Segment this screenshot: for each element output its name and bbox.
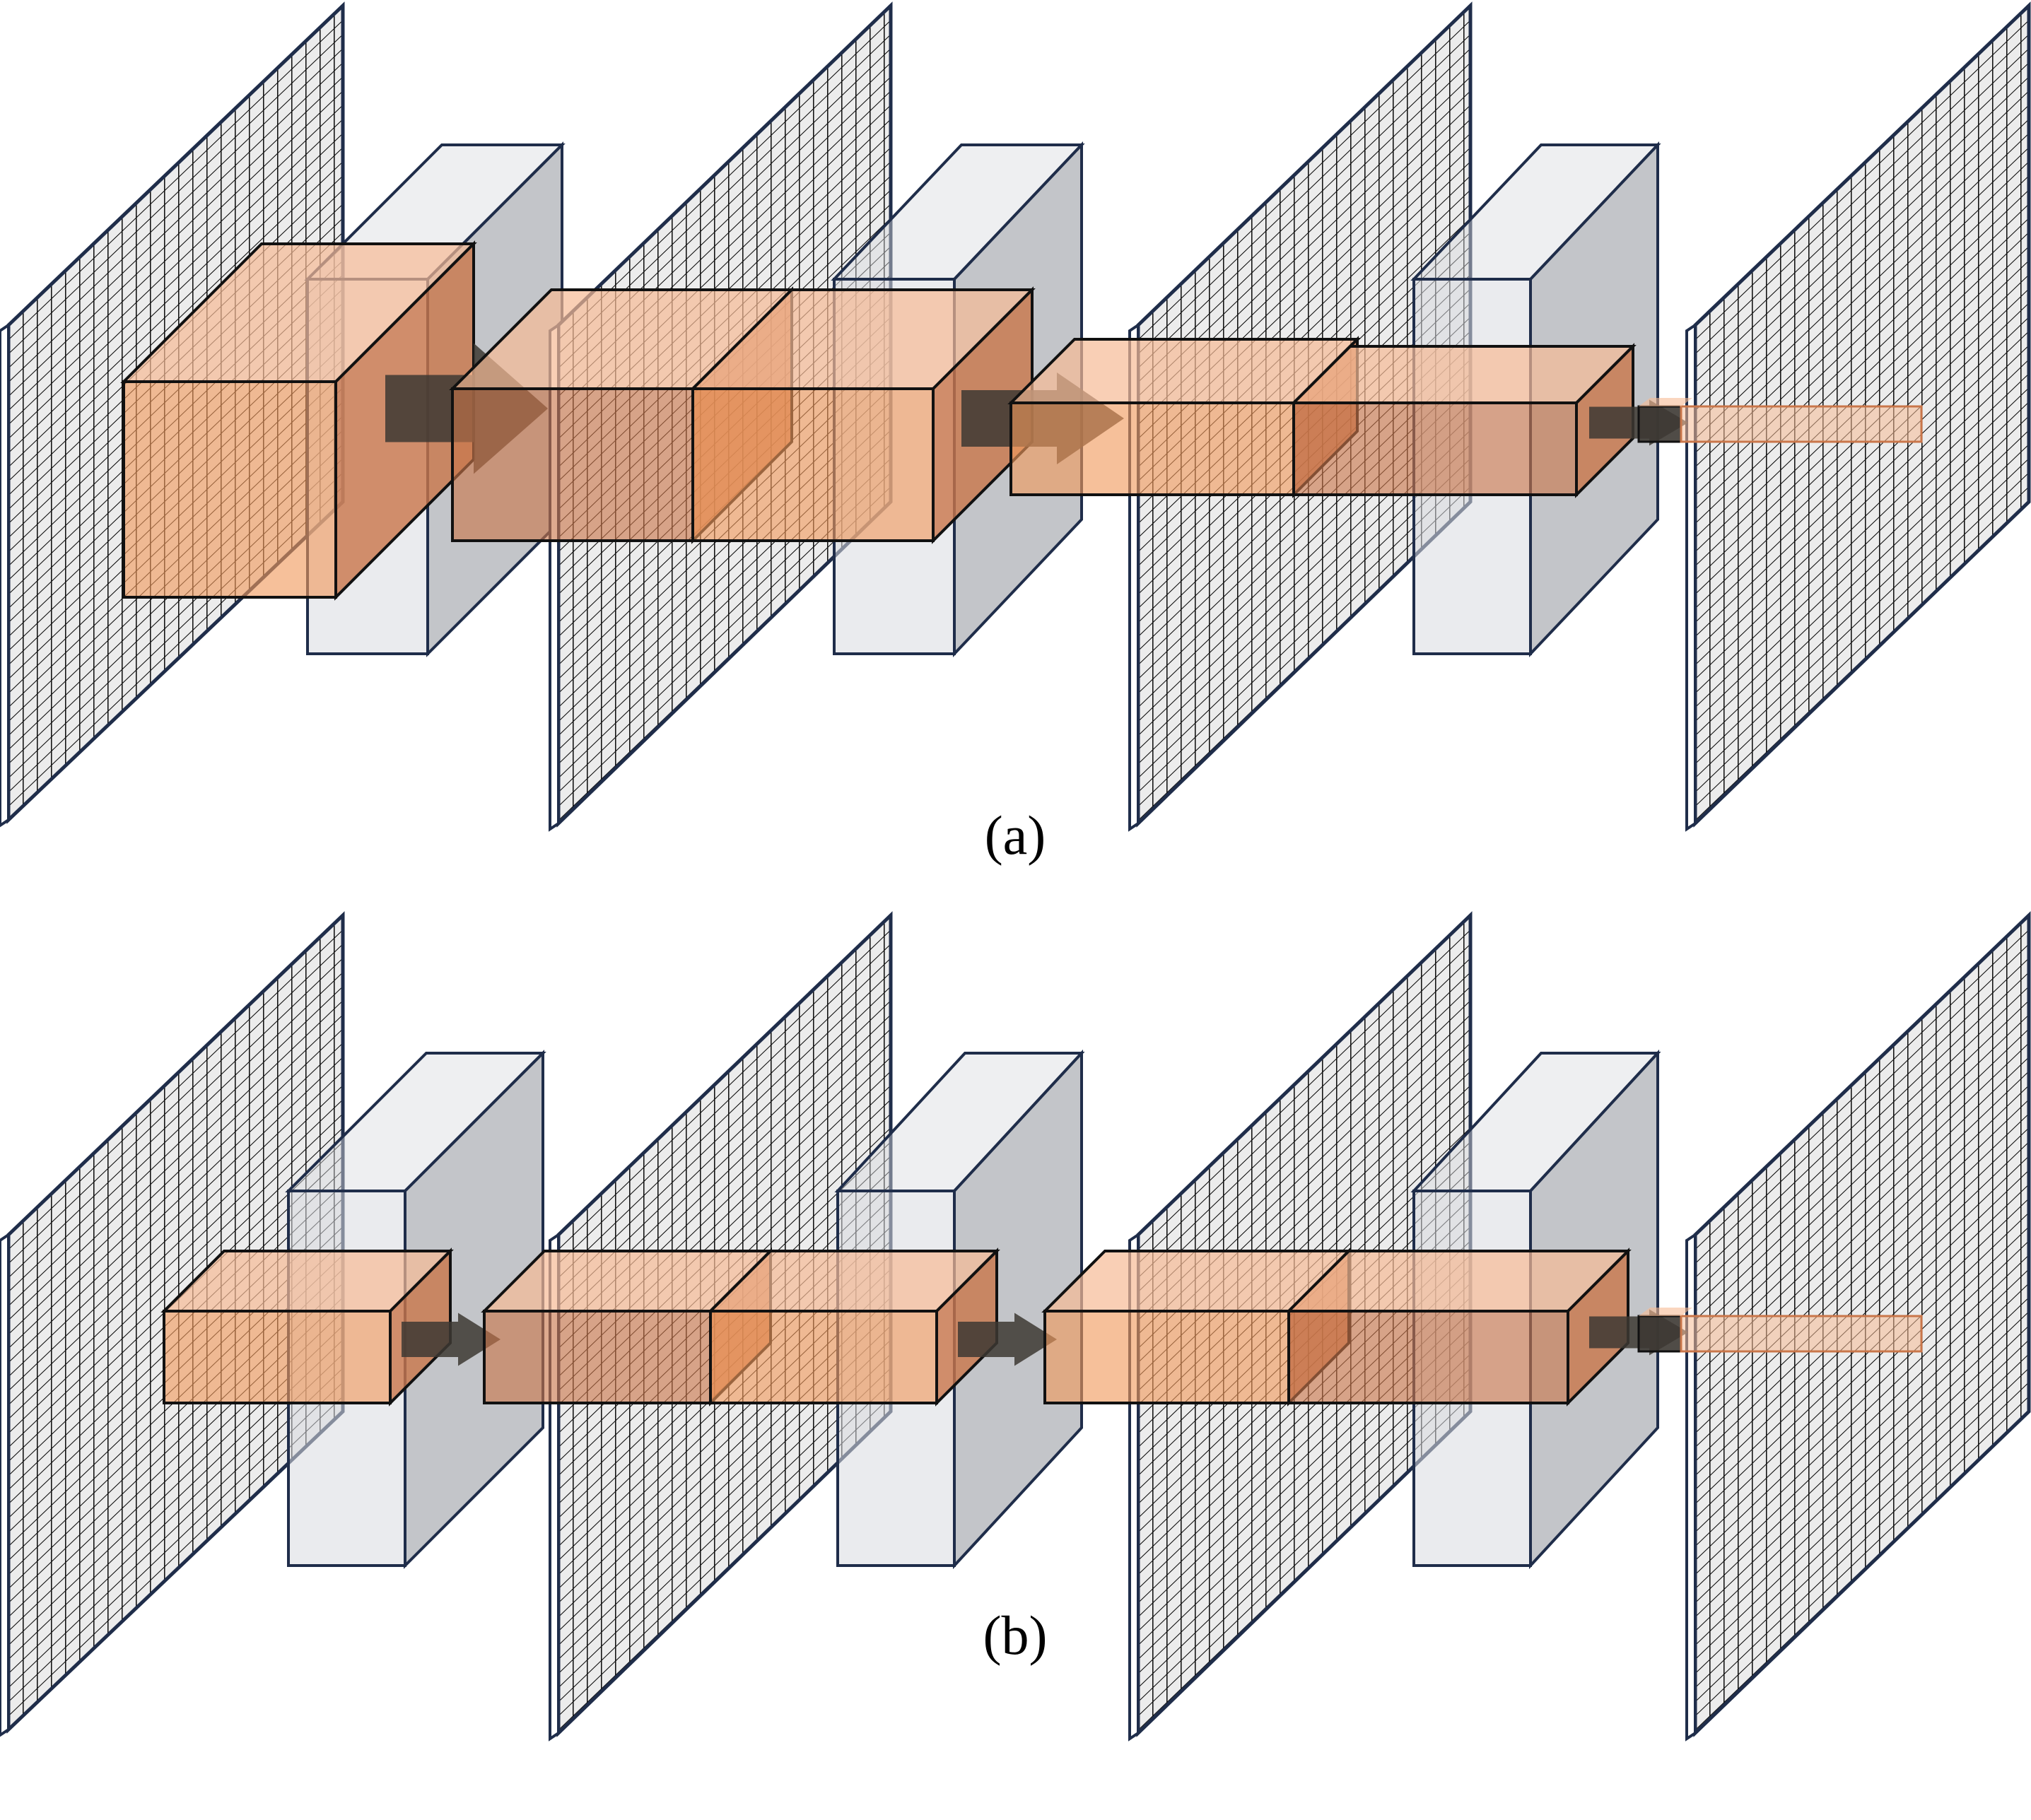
grid-plane-edge [1685, 322, 1697, 832]
cuboid-front [1009, 401, 1295, 496]
cuboid-front [163, 1310, 392, 1404]
cuboid-front [1043, 1310, 1290, 1404]
flow-arrow-4 [402, 1313, 501, 1366]
cuboid-front [1287, 1310, 1569, 1404]
output-bar-head [1637, 405, 1682, 443]
grid-plane-edge [0, 322, 10, 828]
kernel-cuboid-7 [481, 1247, 774, 1407]
output-bar-top [1639, 398, 1692, 406]
output-bar-1 [1637, 398, 1923, 443]
slab-side [953, 1049, 1083, 1570]
output-bar-body [1680, 405, 1923, 443]
cuboid-front [691, 387, 935, 542]
caption-a: (a) [985, 804, 1046, 866]
slab-side [404, 1050, 544, 1569]
kernel-cuboid-6 [160, 1247, 454, 1407]
cuboid-front [709, 1310, 938, 1404]
cuboid-top [1290, 345, 1637, 404]
kernel-cuboid-5 [1290, 343, 1637, 498]
cuboid-front [122, 380, 337, 599]
grid-plane-edge [1685, 1232, 1697, 1742]
flow-arrow-5 [958, 1313, 1057, 1366]
output-bar-top [1639, 1308, 1692, 1316]
kernel-cuboid-8 [707, 1247, 1000, 1407]
panel-b [0, 911, 2031, 1742]
kernel-cuboid-10 [1285, 1247, 1632, 1407]
output-bar-body [1680, 1315, 1923, 1353]
output-bar-head [1637, 1315, 1682, 1353]
feature-slab-3 [1410, 141, 1661, 658]
cuboid-front [1292, 401, 1578, 496]
cuboid-front [483, 1310, 712, 1404]
cuboid-front [451, 387, 694, 542]
output-bar-2 [1637, 1308, 1923, 1353]
panel-a [0, 1, 2031, 832]
caption-b: (b) [983, 1604, 1048, 1666]
grid-plane-edge [0, 1232, 10, 1737]
